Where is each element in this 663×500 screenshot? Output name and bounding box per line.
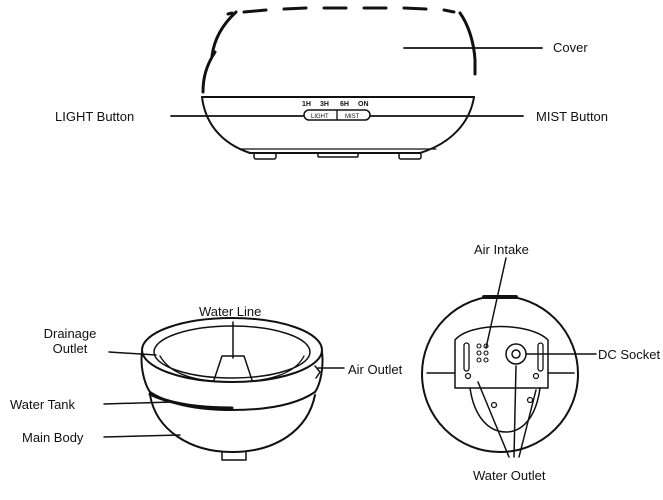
label-dc-socket: DC Socket (598, 347, 661, 362)
label-air-outlet: Air Outlet (348, 362, 403, 377)
screw-1 (464, 372, 472, 380)
light-key-text: LIGHT (311, 114, 329, 120)
main-body-leader (103, 434, 181, 438)
slot-left (463, 342, 470, 372)
base-lower-plate (469, 387, 541, 433)
timer-3h-text: 3H (320, 101, 329, 108)
base-foot (221, 451, 247, 461)
label-main-body: Main Body (22, 430, 84, 445)
water-tank-leader (103, 401, 173, 405)
air-outlet-notch (314, 365, 321, 379)
foot-left (253, 152, 277, 160)
label-mist-button: MIST Button (536, 109, 609, 124)
screw-2 (532, 372, 540, 380)
slot-right (537, 342, 544, 372)
timer-1h-text: 1H (302, 101, 311, 108)
foot-center (317, 152, 359, 158)
timer-on-text: ON (358, 101, 369, 108)
water-outlet-leader-3 (518, 389, 537, 458)
label-drainage-outlet: Drainage Outlet (32, 326, 108, 356)
water-outlet-leader-2 (513, 365, 517, 458)
label-air-intake: Air Intake (474, 242, 529, 257)
label-water-tank: Water Tank (10, 397, 76, 412)
control-panel-text: 1H 3H 6H ON LIGHT MIST (302, 101, 369, 120)
air-intake-leader (485, 257, 507, 349)
screw-3 (490, 401, 498, 409)
open-view (103, 317, 345, 461)
water-tank-body (140, 351, 324, 393)
dc-socket (505, 343, 527, 365)
dc-socket-pin (511, 349, 521, 359)
foot-right (398, 152, 422, 160)
label-cover: Cover (553, 40, 588, 55)
label-light-button: LIGHT Button (55, 109, 135, 124)
front-view (170, 6, 543, 160)
timer-6h-text: 6H (340, 101, 349, 108)
main-body-front (201, 96, 475, 154)
label-water-outlet: Water Outlet (473, 468, 546, 483)
label-water-line: Water Line (199, 304, 262, 319)
bottom-view (421, 257, 597, 458)
water-outlet-leader-1 (477, 381, 510, 458)
cover-outline (201, 6, 477, 94)
main-body-open (149, 394, 316, 453)
label-drainage-outlet-line1: Drainage (43, 326, 97, 341)
label-drainage-outlet-line2: Outlet (52, 341, 88, 356)
base-inner-panel (454, 325, 549, 389)
mist-key-text: MIST (345, 114, 360, 120)
drainage-leader (108, 351, 157, 356)
tank-rim-outer (141, 317, 323, 383)
tank-rim-inner (153, 325, 311, 379)
tank-seam-thick (148, 392, 234, 410)
cover-outline-left (210, 10, 238, 58)
base-circle (421, 295, 579, 453)
screw-4 (526, 396, 534, 404)
water-line-funnel (213, 355, 253, 381)
tank-inner-wall (159, 355, 305, 383)
